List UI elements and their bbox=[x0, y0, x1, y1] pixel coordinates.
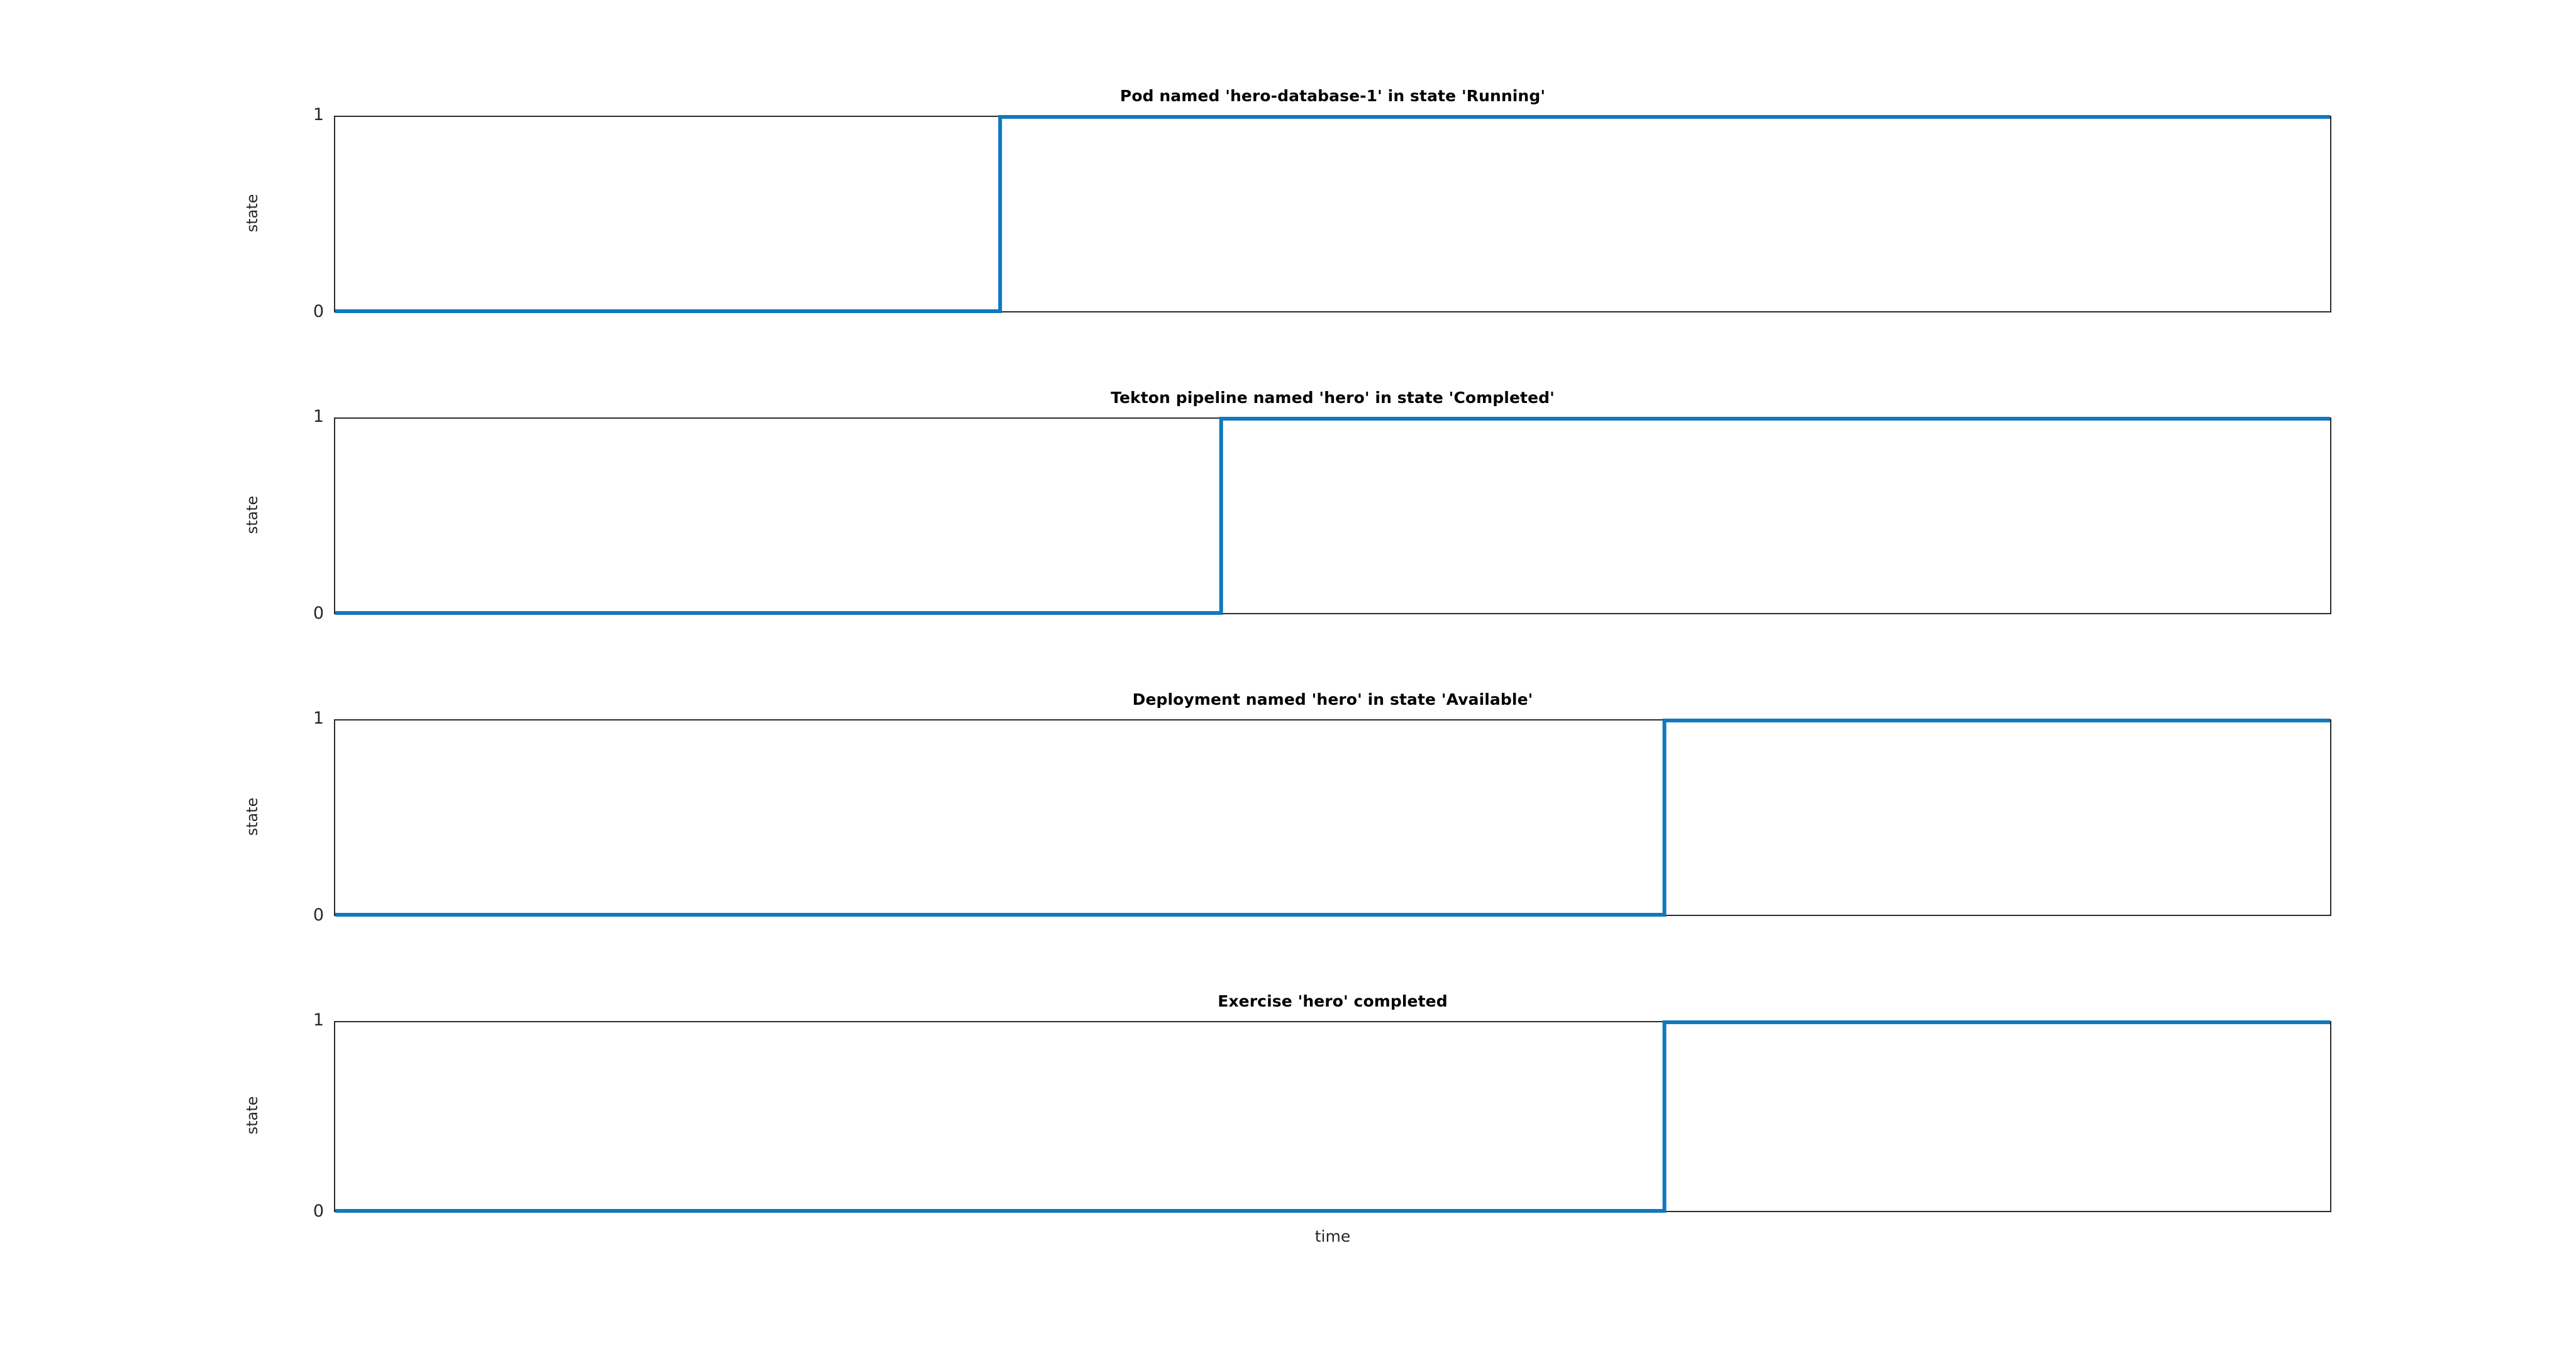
subplot-title: Deployment named 'hero' in state 'Availa… bbox=[1132, 690, 1533, 709]
plot-area bbox=[334, 1021, 2331, 1212]
plot-area bbox=[334, 116, 2331, 312]
step-trace bbox=[335, 1022, 2330, 1211]
y-axis-label: state bbox=[243, 495, 261, 534]
y-axis-label: state bbox=[243, 194, 261, 232]
subplot-title: Pod named 'hero-database-1' in state 'Ru… bbox=[1119, 87, 1546, 105]
y-tick-label-max: 1 bbox=[313, 1010, 324, 1030]
y-tick-label-min: 0 bbox=[313, 1201, 324, 1221]
plot-area bbox=[334, 719, 2331, 916]
y-axis-label: state bbox=[243, 1096, 261, 1135]
subplot-title: Tekton pipeline named 'hero' in state 'C… bbox=[1111, 389, 1555, 407]
step-trace bbox=[335, 419, 2330, 613]
plot-area bbox=[334, 417, 2331, 614]
y-axis-label: state bbox=[243, 797, 261, 836]
y-tick-label-max: 1 bbox=[313, 709, 324, 728]
step-trace bbox=[335, 117, 2330, 311]
state-step-line bbox=[335, 1022, 2330, 1211]
y-tick-label-min: 0 bbox=[313, 604, 324, 623]
x-axis-label: time bbox=[1314, 1227, 1351, 1245]
state-step-line bbox=[335, 117, 2330, 311]
subplot-title: Exercise 'hero' completed bbox=[1218, 992, 1448, 1010]
step-trace bbox=[335, 720, 2330, 915]
state-step-line bbox=[335, 419, 2330, 613]
state-step-line bbox=[335, 720, 2330, 915]
y-tick-label-min: 0 bbox=[313, 302, 324, 321]
y-tick-label-min: 0 bbox=[313, 905, 324, 925]
y-tick-label-max: 1 bbox=[313, 407, 324, 426]
y-tick-label-max: 1 bbox=[313, 105, 324, 124]
